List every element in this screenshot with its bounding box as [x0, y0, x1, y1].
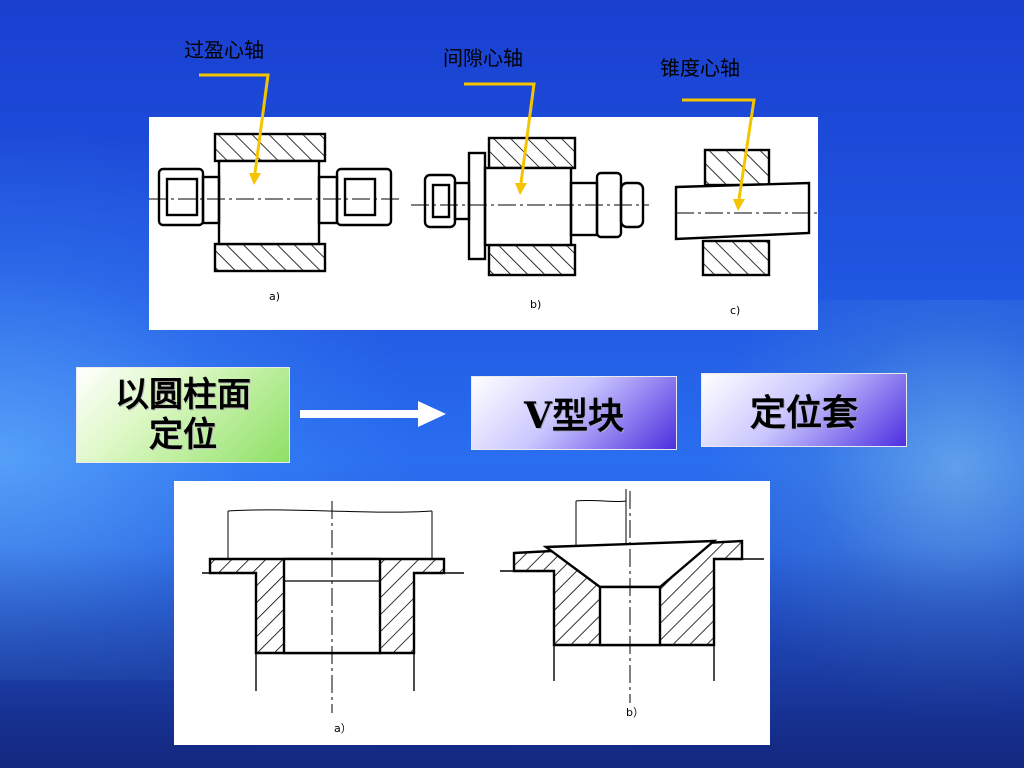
- caption-a: a): [269, 290, 281, 303]
- label-taper-mandrel: 锥度心轴: [660, 56, 740, 80]
- v-block-box: V型块: [471, 376, 677, 450]
- sleeve-diagram-panel: a） b）: [174, 481, 770, 745]
- sleeve-drawings: [202, 489, 764, 713]
- caption-sleeve-b: b）: [626, 706, 644, 719]
- label-interference-mandrel: 过盈心轴: [184, 38, 264, 62]
- locating-sleeve-box: 定位套: [701, 373, 907, 447]
- label-clearance-mandrel: 间隙心轴: [443, 46, 523, 70]
- callout-arrowheads: [249, 173, 745, 211]
- mandrel-c: [674, 148, 817, 277]
- callout-lines: [199, 73, 756, 200]
- caption-b: b): [530, 298, 542, 311]
- locating-sleeve-text: 定位套: [749, 392, 858, 434]
- mandrel-b: [411, 136, 649, 277]
- mandrel-drawings: [149, 73, 817, 277]
- arrow-right-icon: [300, 401, 446, 427]
- sleeve-a: [202, 501, 464, 713]
- v-block-text: V型块: [524, 395, 624, 437]
- mandrel-a: [149, 132, 399, 273]
- caption-sleeve-a: a）: [334, 722, 352, 735]
- cylinder-locating-box: 以圆柱面 定位: [76, 367, 290, 463]
- sleeve-b: [500, 489, 764, 703]
- caption-c: c): [730, 304, 741, 317]
- cylinder-locating-text: 以圆柱面 定位: [115, 375, 251, 455]
- mandrel-diagram-panel: a) b) c): [149, 73, 818, 330]
